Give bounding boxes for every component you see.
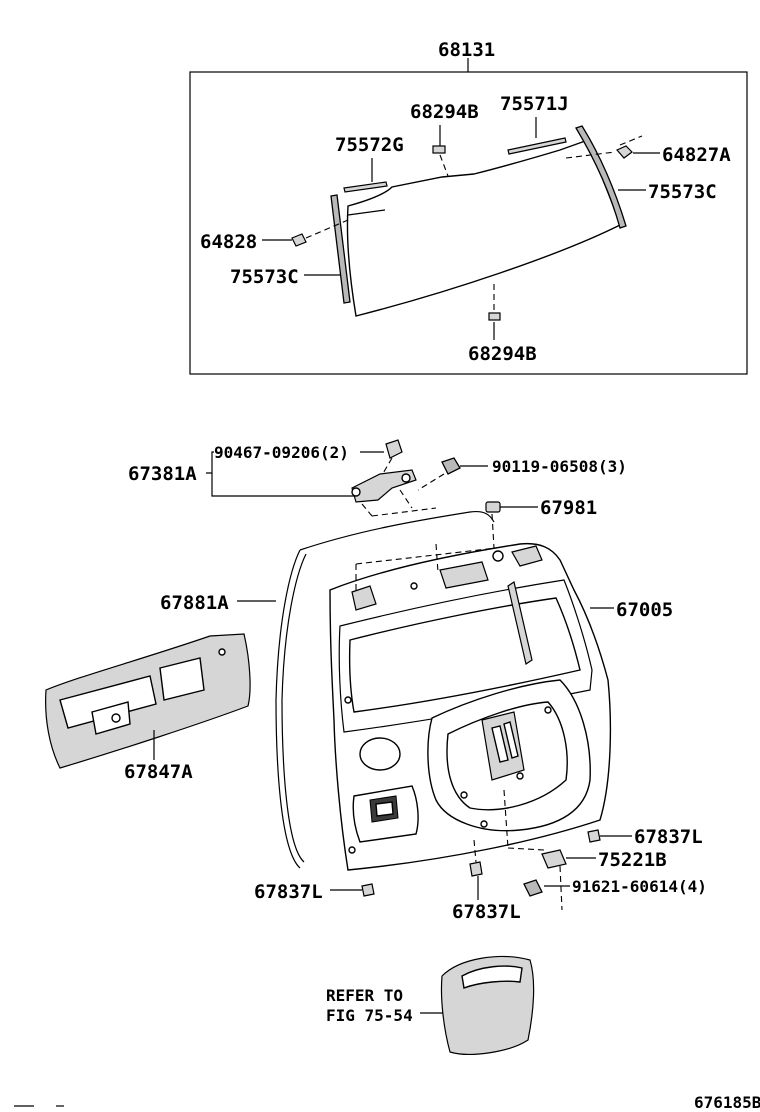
refer-line-2[interactable]: FIG 75-54 — [326, 1006, 413, 1025]
label-67881A[interactable]: 67881A — [160, 592, 229, 614]
hinge-icon — [351, 469, 417, 503]
label-91621-60614[interactable]: 91621-60614(4) — [572, 877, 707, 896]
screw-icon — [385, 439, 403, 459]
plug-right-icon — [587, 829, 601, 843]
label-68294B-bottom[interactable]: 68294B — [468, 343, 537, 365]
label-75572G[interactable]: 75572G — [335, 134, 404, 156]
label-67847A[interactable]: 67847A — [124, 761, 193, 783]
label-67837L-center[interactable]: 67837L — [452, 901, 521, 923]
plug-left-icon — [361, 883, 375, 897]
lower-fasteners-group: 67837L 75221B 91621-60614(4) 67837L 6783… — [254, 789, 707, 923]
glass-stopper-top — [432, 145, 446, 154]
label-90119-06508[interactable]: 90119-06508(3) — [492, 457, 627, 476]
weatherstrip — [275, 510, 495, 869]
figure-id[interactable]: 676185B — [694, 1093, 760, 1112]
spacer-left — [291, 233, 307, 247]
bolt-icon — [441, 457, 461, 475]
molding-top-right — [507, 137, 567, 155]
plug-center-icon — [469, 861, 483, 877]
label-75571J[interactable]: 75571J — [500, 93, 569, 115]
molding-top-left — [343, 181, 388, 193]
label-75573C-right[interactable]: 75573C — [648, 181, 717, 203]
label-67837L-right[interactable]: 67837L — [634, 826, 703, 848]
round-hole — [359, 737, 401, 771]
bolt-bottom-icon — [523, 879, 543, 897]
hinge-group: 90467-09206(2) 67381A 90119-06508(3) 679… — [128, 439, 627, 549]
label-67837L-left[interactable]: 67837L — [254, 881, 323, 903]
weatherstrip-group: 67881A — [160, 510, 495, 869]
label-67981[interactable]: 67981 — [540, 497, 597, 519]
label-68294B-top[interactable]: 68294B — [410, 101, 479, 123]
label-67381A[interactable]: 67381A — [128, 463, 197, 485]
molding-side-right — [575, 125, 627, 229]
glass-stopper-bottom — [488, 312, 501, 321]
spacer-right — [616, 145, 633, 159]
refer-group: REFER TO FIG 75-54 — [326, 955, 535, 1055]
back-door-panel-group: 67005 — [329, 542, 673, 871]
label-75221B[interactable]: 75221B — [598, 849, 667, 871]
label-90467-09206[interactable]: 90467-09206(2) — [214, 443, 349, 462]
molding-side-left — [330, 194, 351, 304]
label-64828[interactable]: 64828 — [200, 231, 257, 253]
label-67005[interactable]: 67005 — [616, 599, 673, 621]
trim-board-group: 67847A — [45, 633, 251, 783]
glass-assembly-group: 68131 68294B 75571J 75572G 75573C 64827A… — [189, 39, 748, 375]
plate-icon — [541, 849, 567, 869]
cushion-icon — [485, 501, 501, 513]
label-68131[interactable]: 68131 — [438, 39, 495, 61]
back-door-glass — [346, 139, 621, 317]
label-75573C-left[interactable]: 75573C — [230, 266, 299, 288]
label-64827A[interactable]: 64827A — [662, 144, 731, 166]
refer-line-1[interactable]: REFER TO — [326, 986, 403, 1005]
